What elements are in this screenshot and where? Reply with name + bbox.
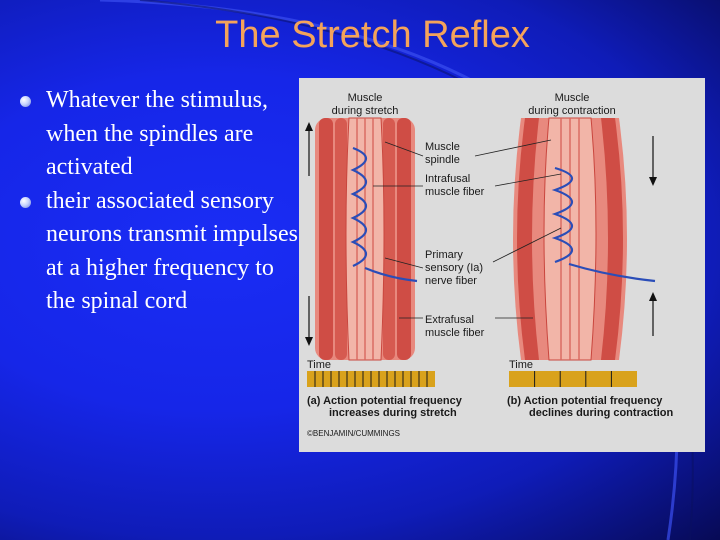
figure-illustration: Muscle during stretch Muscle during cont… [305,92,674,438]
time-label-b: Time [509,359,533,371]
time-label-a: Time [307,359,331,371]
label-during-stretch-line2: during stretch [332,105,399,117]
caption-a-line1: (a) Action potential frequency [307,395,463,407]
muscle-during-stretch [315,117,418,361]
label-primary-nerve: Primary sensory (Ia) nerve fiber [384,227,562,287]
muscle-during-contraction [513,117,656,361]
bullet-item: Whatever the stimulus, when the spindles… [20,84,300,185]
svg-text:muscle fiber: muscle fiber [425,327,485,339]
svg-text:sensory (Ia): sensory (Ia) [425,262,483,274]
caption-b-line2: declines during contraction [529,407,674,419]
svg-text:Intrafusal: Intrafusal [425,173,470,185]
slide-title: The Stretch Reflex [215,14,530,56]
svg-text:Primary: Primary [425,249,463,261]
svg-text:nerve fiber: nerve fiber [425,275,477,287]
label-during-contraction-line1: Muscle [555,92,590,104]
label-extrafusal: Extrafusal muscle fiber [399,314,533,339]
svg-text:spindle: spindle [425,154,460,166]
bullet-text: Whatever the stimulus, when the spindles… [46,87,268,180]
bullet-item: their associated sensory neurons transmi… [20,185,300,319]
copyright-text: ©BENJAMIN/CUMMINGS [307,429,400,438]
label-during-contraction-line2: during contraction [528,105,615,117]
svg-text:muscle fiber: muscle fiber [425,186,485,198]
contraction-arrow-up-icon [649,292,657,336]
caption-b-line1: (b) Action potential frequency [507,395,663,407]
label-intrafusal: Intrafusal muscle fiber [373,173,562,198]
time-bar-b [509,371,637,387]
stretch-arrow-up-icon [305,122,313,176]
spikes-b [534,371,612,387]
caption-a-line2: increases during stretch [329,407,457,419]
label-muscle-spindle: Muscle spindle [384,139,552,166]
contraction-arrow-down-icon [649,136,657,186]
bullet-list: Whatever the stimulus, when the spindles… [20,84,300,319]
svg-text:Muscle: Muscle [425,141,460,153]
svg-text:Extrafusal: Extrafusal [425,314,474,326]
label-during-stretch-line1: Muscle [348,92,383,104]
stretch-arrow-down-icon [305,296,313,346]
bullet-dot-icon [20,96,31,107]
stretch-reflex-figure: Muscle during stretch Muscle during cont… [299,78,705,452]
bullet-text: their associated sensory neurons transmi… [46,187,298,315]
bullet-dot-icon [20,196,31,208]
spikes-a [314,371,428,387]
